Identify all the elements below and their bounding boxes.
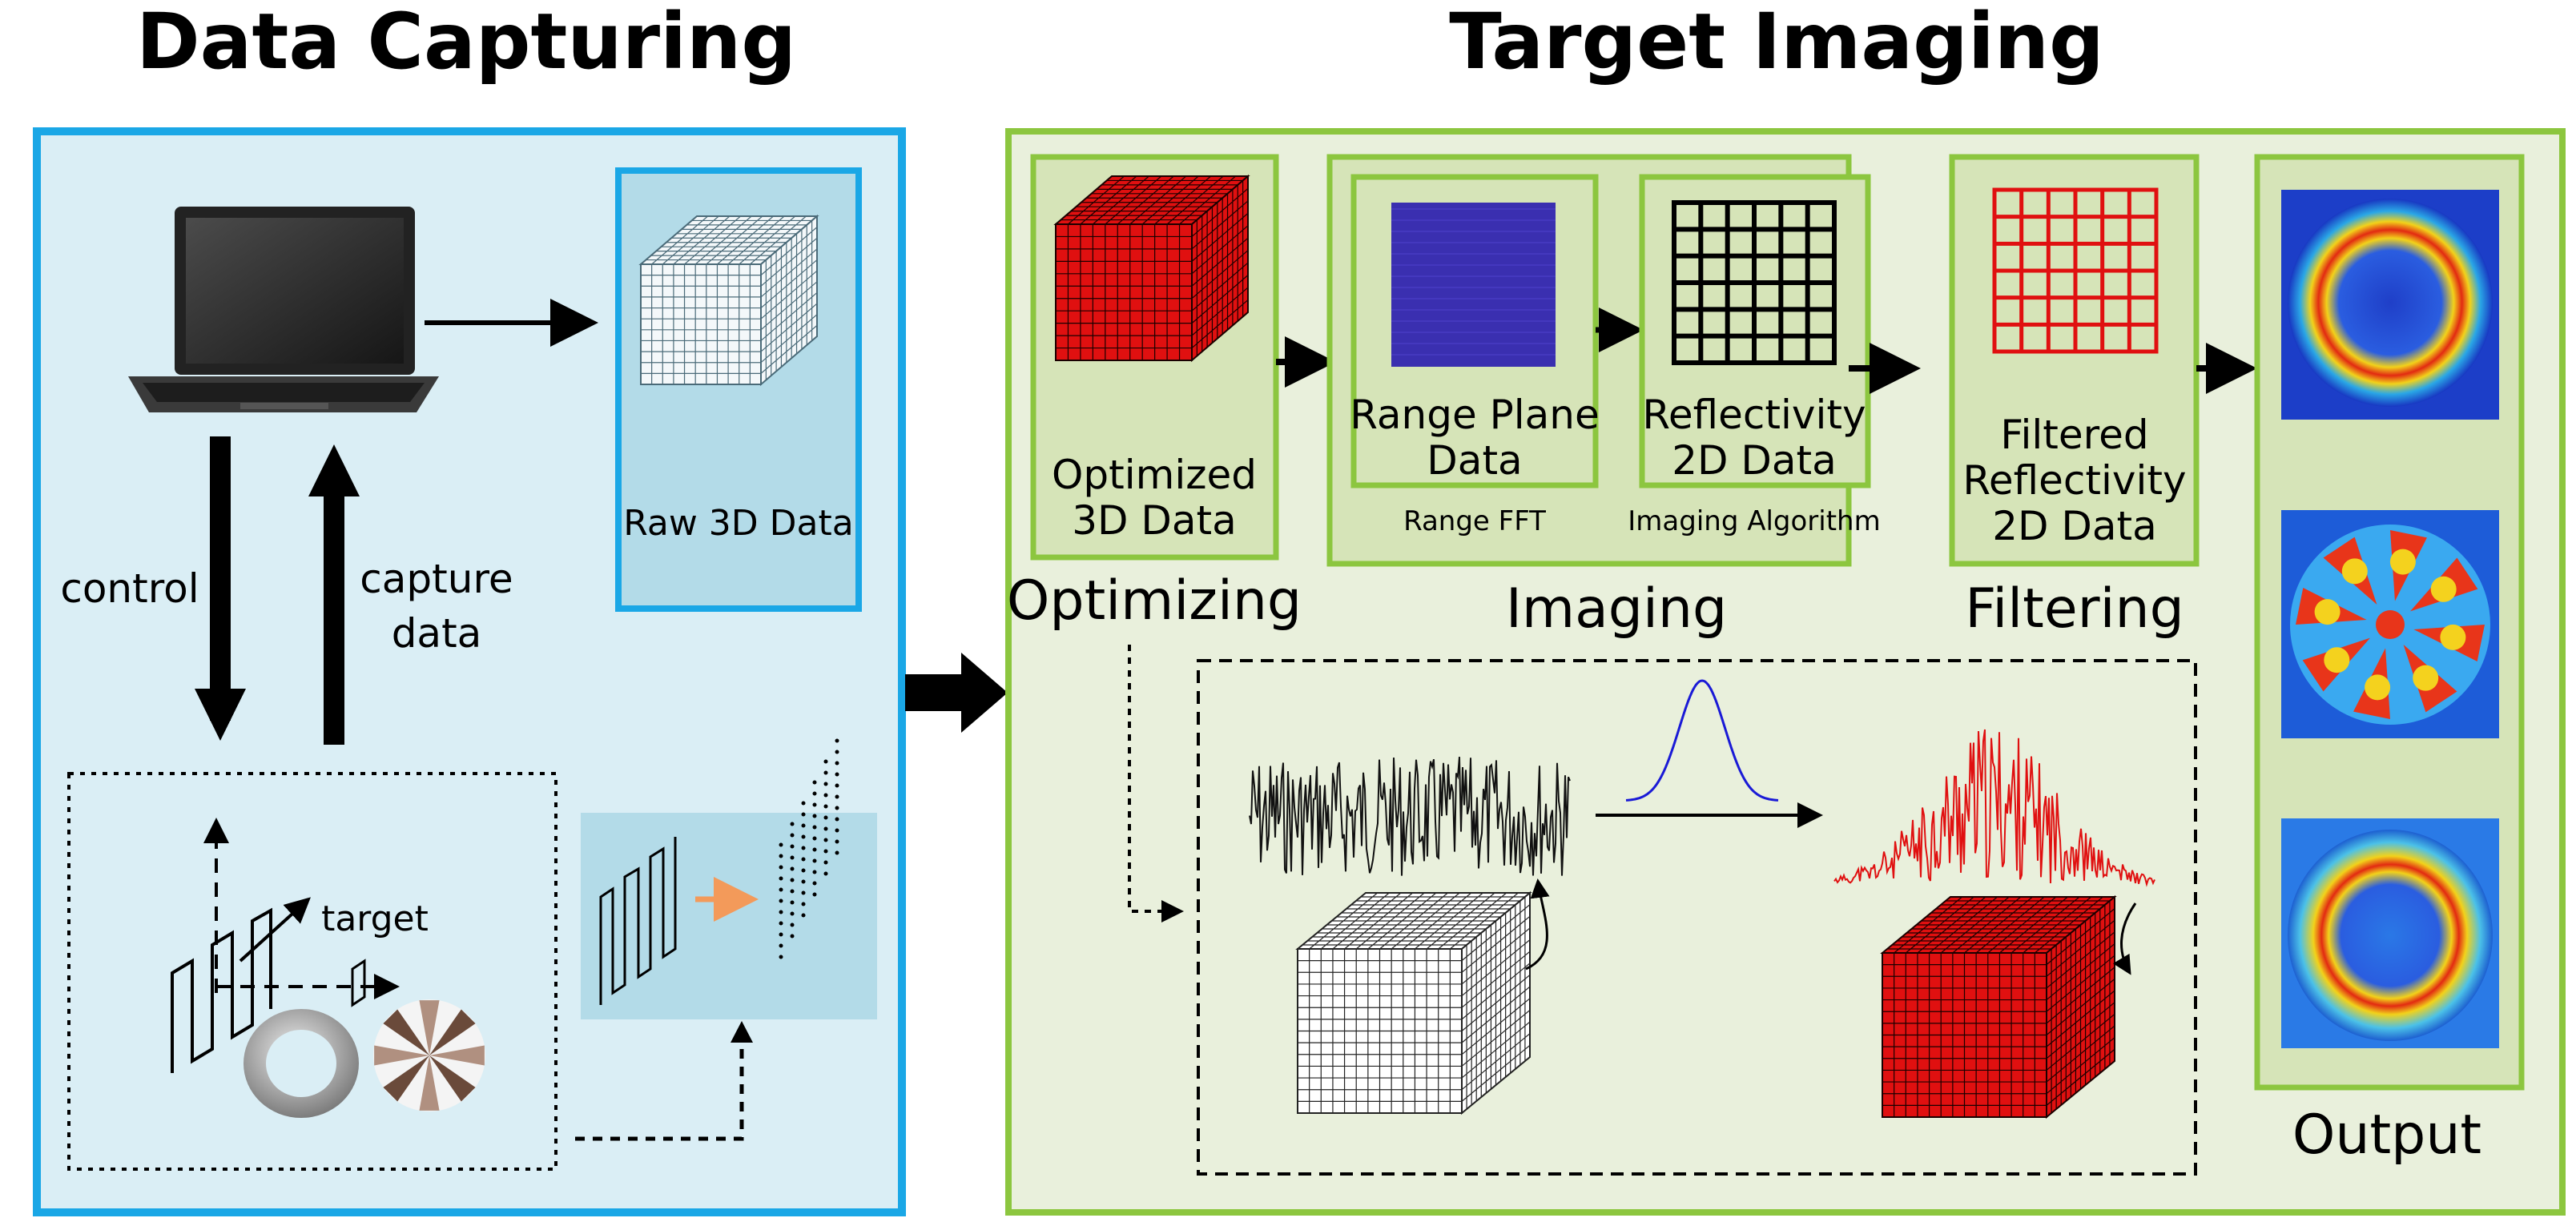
target-imaging-title: Target Imaging — [1449, 0, 2104, 86]
raw-3d-data-label: Raw 3D Data — [623, 503, 853, 544]
filtered-red-cube-icon — [1880, 894, 2117, 1119]
filtered-label-line1: Filtered — [2000, 412, 2148, 458]
reflectivity-grid-icon — [1672, 200, 1837, 365]
output-image-ring-filtered — [2281, 818, 2499, 1048]
filtered-label-line2: Reflectivity — [1962, 457, 2186, 504]
stage-optimizing-label: Optimizing — [1007, 569, 1302, 633]
optimizing-detail-box — [1197, 659, 2197, 1176]
gaussian-window-icon — [1625, 679, 1779, 802]
range-plane-label-line1: Range Plane — [1350, 392, 1600, 438]
range-fft-label: Range FFT — [1403, 505, 1546, 537]
capture-arrow-head — [308, 444, 360, 496]
optimized-label-line1: Optimized — [1052, 452, 1257, 498]
capture-label-line2: data — [392, 610, 482, 657]
stage-output-label: Output — [2292, 1103, 2481, 1167]
range-plane-label-line2: Data — [1427, 437, 1522, 484]
sample-points-icon — [779, 738, 839, 959]
data-capturing-title: Data Capturing — [136, 0, 796, 86]
ring-target-icon — [244, 1009, 359, 1118]
imaging-algorithm-label: Imaging Algorithm — [1628, 505, 1880, 537]
star-target-icon — [373, 999, 485, 1111]
noisy-signal-icon — [1249, 757, 1571, 876]
signal-to-white-cube-pointer — [1525, 878, 1550, 971]
optimized-label-line2: 3D Data — [1072, 497, 1237, 544]
panel-transition-arrow — [905, 653, 1008, 733]
scan-path-icon — [599, 837, 677, 1005]
capture-label-line1: capture — [360, 556, 513, 602]
scanning-setup-box — [67, 772, 557, 1171]
reflectivity-label-line2: 2D Data — [1672, 437, 1837, 484]
range-plane-image — [1391, 203, 1556, 367]
control-label: control — [60, 565, 199, 612]
raw-3d-cube-icon — [638, 214, 819, 387]
filtered-label-line3: 2D Data — [1992, 503, 2157, 549]
reflectivity-label-line1: Reflectivity — [1642, 392, 1866, 438]
scan-axes-icon — [171, 818, 400, 1073]
laptop-icon — [128, 207, 439, 412]
filtered-grid-icon — [1992, 187, 2159, 354]
filtered-signal-icon — [1833, 729, 2155, 887]
raw-white-cube-icon — [1295, 890, 1532, 1115]
optimized-red-cube-icon — [1053, 174, 1250, 363]
stage-imaging-label: Imaging — [1506, 577, 1727, 641]
output-image-star — [2281, 510, 2499, 738]
stage-filtering-label: Filtering — [1965, 577, 2184, 641]
output-image-ring — [2281, 190, 2499, 420]
target-label: target — [321, 898, 429, 939]
control-arrow-head — [195, 689, 246, 741]
signal-to-red-cube-pointer — [2112, 902, 2137, 975]
setup-to-pattern-connector — [575, 1039, 744, 1141]
